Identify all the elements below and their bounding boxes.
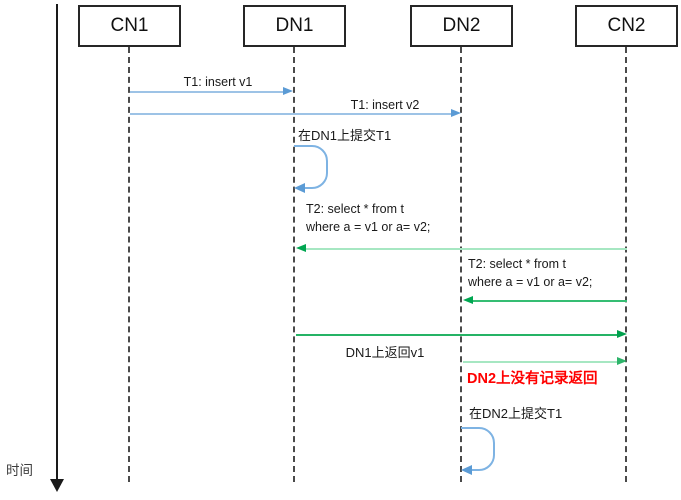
time-axis-arrow-down-icon xyxy=(50,479,64,492)
lifeline-cn1 xyxy=(128,47,130,482)
message-label-return-dn1: DN1上返回v1 xyxy=(345,345,425,360)
message-label-no-record-dn2: DN2上没有记录返回 xyxy=(467,371,598,387)
arrowhead-right-icon xyxy=(617,330,627,338)
message-line xyxy=(305,248,627,250)
lifeline-dn2 xyxy=(460,47,462,482)
self-message-arrow-dn2 xyxy=(460,425,506,477)
arrowhead-right-icon xyxy=(283,87,293,95)
actor-box-dn1: DN1 xyxy=(243,5,346,47)
actor-box-cn1: CN1 xyxy=(78,5,181,47)
lifeline-dn1 xyxy=(293,47,295,482)
actor-box-cn2: CN2 xyxy=(575,5,678,47)
actor-label: CN2 xyxy=(607,15,646,36)
arrowhead-left-icon xyxy=(463,296,473,304)
message-line xyxy=(130,91,284,93)
message-label-insert-v1: T1: insert v1 xyxy=(183,75,253,89)
message-label-select-dn1-line2: where a = v1 or a= v2; xyxy=(306,220,431,234)
time-axis-line xyxy=(56,4,58,481)
message-label-select-dn1-line1: T2: select * from t xyxy=(306,202,404,216)
lifeline-cn2 xyxy=(625,47,627,482)
message-label-commit-dn2: 在DN2上提交T1 xyxy=(469,406,563,421)
message-label-select-dn2-line2: where a = v1 or a= v2; xyxy=(468,275,593,289)
time-axis-label: 时间 xyxy=(6,463,33,478)
message-line xyxy=(472,300,627,302)
message-label-insert-v2: T1: insert v2 xyxy=(350,98,420,112)
message-label-select-dn2-line1: T2: select * from t xyxy=(468,257,566,271)
message-line xyxy=(130,113,451,115)
actor-label: CN1 xyxy=(110,15,149,36)
actor-label: DN2 xyxy=(442,15,481,36)
actor-box-dn2: DN2 xyxy=(410,5,513,47)
message-line xyxy=(296,334,617,336)
actor-label: DN1 xyxy=(275,15,314,36)
arrowhead-right-icon xyxy=(617,357,627,365)
self-message-arrow-dn1 xyxy=(293,143,339,195)
message-line xyxy=(463,361,617,363)
arrowhead-right-icon xyxy=(451,109,461,117)
arrowhead-left-icon xyxy=(296,244,306,252)
message-label-commit-dn1: 在DN1上提交T1 xyxy=(298,128,392,143)
